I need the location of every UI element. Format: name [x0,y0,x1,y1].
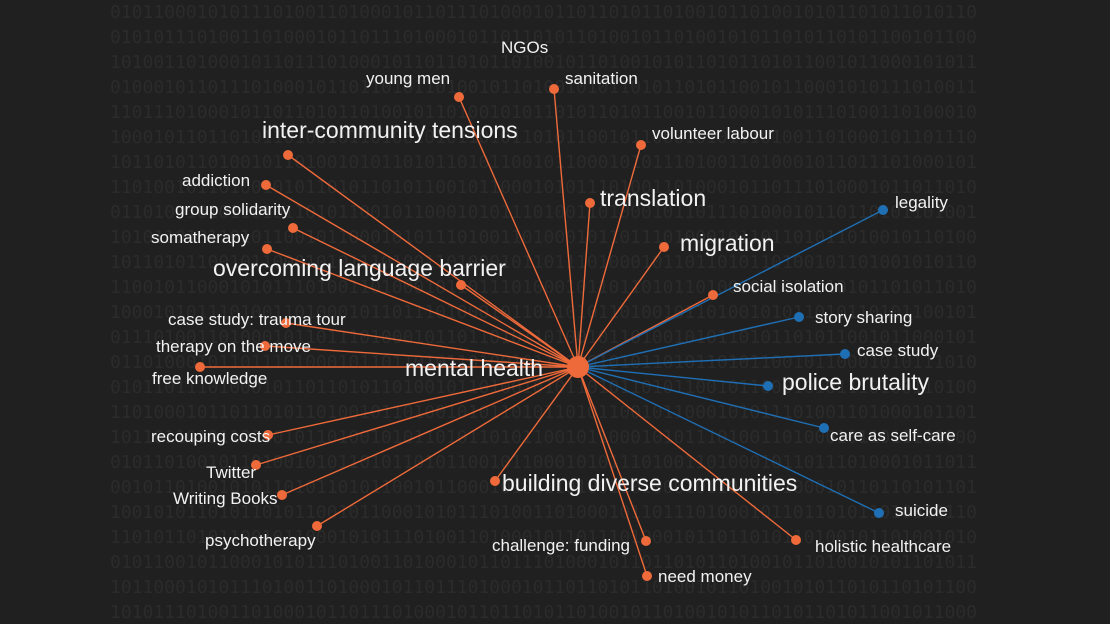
labels-layer: NGOs young men sanitation inter-community t… [151,38,956,586]
node-label-addiction: addiction [182,171,250,190]
node-dot-inter-community-tensions [283,150,293,160]
edge-case-study [577,353,846,368]
edge-challenge-funding [577,366,647,542]
edge-case-study-trauma-tour [285,322,579,368]
node-dot-challenge-funding [641,536,651,546]
edge-group-solidarity [292,227,579,368]
edge-overcoming-language-barrier [460,284,579,368]
node-label-psychotherapy: psychotherapy [205,531,316,550]
node-label-young-men: young men [366,69,450,88]
node-dot-social-isolation [708,290,718,300]
edge-sanitation [553,88,579,368]
node-dot-therapy-on-the-move [260,341,270,351]
node-dot-group-solidarity [288,223,298,233]
node-dot-suicide [874,508,884,518]
node-label-recouping-costs: recouping costs [151,427,270,446]
node-label-sanitation: sanitation [565,69,638,88]
node-dot-young-men [454,92,464,102]
node-label-need-money: need money [658,567,752,586]
node-label-case-study: case study [857,341,939,360]
node-label-inter-community-tensions: inter-community tensions [262,117,518,143]
binary-background: 0101100010101110100110100010110111010001… [110,2,977,623]
node-dot-holistic-healthcare [791,535,801,545]
edge-holistic-healthcare [577,366,797,541]
node-dot-sanitation [549,84,559,94]
node-dot-recouping-costs [263,430,273,440]
node-label-holistic-healthcare: holistic healthcare [815,537,951,556]
edge-suicide [577,366,880,514]
node-dot-story-sharing [794,312,804,322]
node-label-police-brutality: police brutality [782,369,930,395]
edge-story-sharing [577,316,800,368]
node-label-care-as-self-care: care as self-care [830,426,956,445]
node-label-ngos: NGOs [501,38,548,57]
node-dot-translation [585,198,595,208]
edge-somatherapy [266,248,579,368]
node-label-group-solidarity: group solidarity [175,200,291,219]
node-dot-care-as-self-care [819,423,829,433]
edge-therapy-on-the-move [264,345,579,368]
edge-building-diverse-communities [494,366,579,482]
edge-legality [577,209,884,368]
node-dot-case-study [840,349,850,359]
node-dot-mental-health [567,356,589,378]
edge-volunteer-labour [577,144,642,368]
node-label-building-diverse-communities: building diverse communities [502,470,797,496]
node-label-case-study-trauma-tour: case study: trauma tour [168,310,346,329]
edge-migration [577,246,665,368]
edge-young-men [458,96,579,368]
node-label-challenge-funding: challenge: funding [492,536,630,555]
node-label-twitter: Twitter [206,463,256,482]
node-label-overcoming-language-barrier: overcoming language barrier [213,255,506,281]
node-dot-psychotherapy [312,521,322,531]
edge-writing-books [281,366,579,496]
node-dot-twitter [251,460,261,470]
edge-care-as-self-care [577,366,825,429]
edge-translation [577,202,591,368]
node-label-therapy-on-the-move: therapy on the move [156,337,311,356]
node-dot-migration [659,242,669,252]
node-label-social-isolation: social isolation [733,277,844,296]
node-dot-volunteer-labour [636,140,646,150]
edge-psychotherapy [316,366,579,527]
edges-layer [200,88,884,577]
node-label-writing-books: Writing Books [173,489,278,508]
node-label-free-knowledge: free knowledge [152,369,267,388]
node-label-volunteer-labour: volunteer labour [652,124,774,143]
edge-twitter [255,366,579,466]
node-label-somatherapy: somatherapy [151,228,250,247]
edge-recouping-costs [267,366,579,436]
node-dot-free-knowledge [195,362,205,372]
node-dot-writing-books [277,490,287,500]
node-dot-police-brutality [763,381,773,391]
node-dot-case-study-trauma-tour [281,318,291,328]
nodes-layer [195,84,888,581]
node-label-migration: migration [680,230,775,256]
node-dot-overcoming-language-barrier [456,280,466,290]
edge-need-money [577,366,648,577]
node-label-legality: legality [895,193,948,212]
node-dot-need-money [642,571,652,581]
edge-police-brutality [577,366,769,387]
node-label-suicide: suicide [895,501,948,520]
edge-inter-community-tensions [287,154,579,368]
node-label-mental-health: mental health [405,355,543,381]
node-dot-building-diverse-communities [490,476,500,486]
node-dot-somatherapy [262,244,272,254]
edge-addiction [265,184,579,368]
node-dot-addiction [261,180,271,190]
node-label-story-sharing: story sharing [815,308,912,327]
node-dot-legality [878,205,888,215]
node-label-translation: translation [600,185,706,211]
